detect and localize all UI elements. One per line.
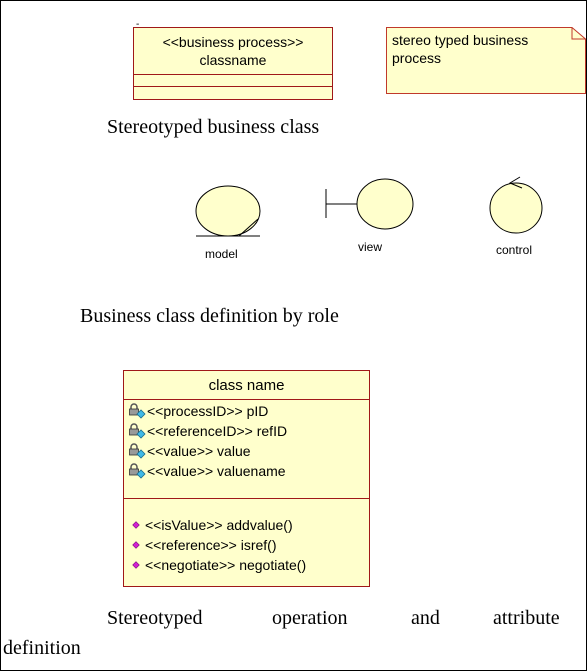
caption-word: attribute (493, 607, 560, 629)
control-icon (489, 176, 543, 234)
role-label-control: control (496, 243, 533, 257)
class-divider (124, 399, 369, 400)
model-icon (195, 185, 261, 237)
operation-row: <<isValue>> addvalue() (132, 515, 293, 535)
note-text: stereo typed business process (392, 32, 529, 66)
public-operation-icon (132, 541, 140, 549)
view-icon (325, 178, 414, 230)
attribute-row: <<processID>> pID (128, 401, 268, 421)
attribute-row: <<value>> valuename (128, 461, 286, 481)
private-attribute-icon (129, 443, 146, 459)
business-process-class: - <<business process>> classname (133, 20, 333, 100)
caption-word: definition (3, 637, 81, 659)
class-divider (134, 86, 332, 87)
operation-text: <<negotiate>> negotiate() (145, 557, 307, 573)
class-divider (124, 498, 369, 499)
private-attribute-icon (129, 403, 146, 419)
role-icons-group: model view control (0, 170, 587, 270)
caption-operation-attribute: Stereotyped operation and attribute defi… (0, 604, 587, 664)
role-label-view: view (358, 240, 383, 254)
private-attribute-icon (129, 423, 146, 439)
class-tick-mark: - (136, 19, 140, 30)
operation-text: <<isValue>> addvalue() (145, 517, 293, 533)
operation-row: <<reference>> isref() (132, 535, 277, 555)
public-operation-icon (132, 561, 140, 569)
role-label-model: model (205, 247, 238, 261)
class-stereotype: <<business process>> (162, 34, 304, 50)
caption-stereotyped-business-class: Stereotyped business class (107, 116, 320, 138)
public-operation-icon (132, 521, 140, 529)
caption-word: and (411, 607, 440, 629)
class-box: class name <<processID>> pID <<reference… (123, 370, 370, 587)
role-icons-svg (195, 176, 543, 237)
caption-word: Stereotyped (107, 607, 203, 629)
class-name: classname (199, 52, 267, 68)
attribute-text: <<value>> value (147, 443, 251, 459)
class-divider (134, 74, 332, 75)
operation-row: <<negotiate>> negotiate() (132, 555, 306, 575)
attribute-text: <<processID>> pID (147, 403, 269, 419)
private-attribute-icon (129, 463, 146, 479)
class-box-name: class name (208, 377, 285, 394)
attribute-row: <<referenceID>> refID (128, 421, 287, 441)
attribute-row: <<value>> value (128, 441, 251, 461)
attribute-text: <<referenceID>> refID (147, 423, 288, 439)
caption-word: operation (272, 607, 348, 629)
caption-definition-by-role: Business class definition by role (80, 305, 339, 327)
note-shape (386, 27, 586, 94)
attribute-text: <<value>> valuename (147, 463, 286, 479)
operation-text: <<reference>> isref() (145, 537, 277, 553)
